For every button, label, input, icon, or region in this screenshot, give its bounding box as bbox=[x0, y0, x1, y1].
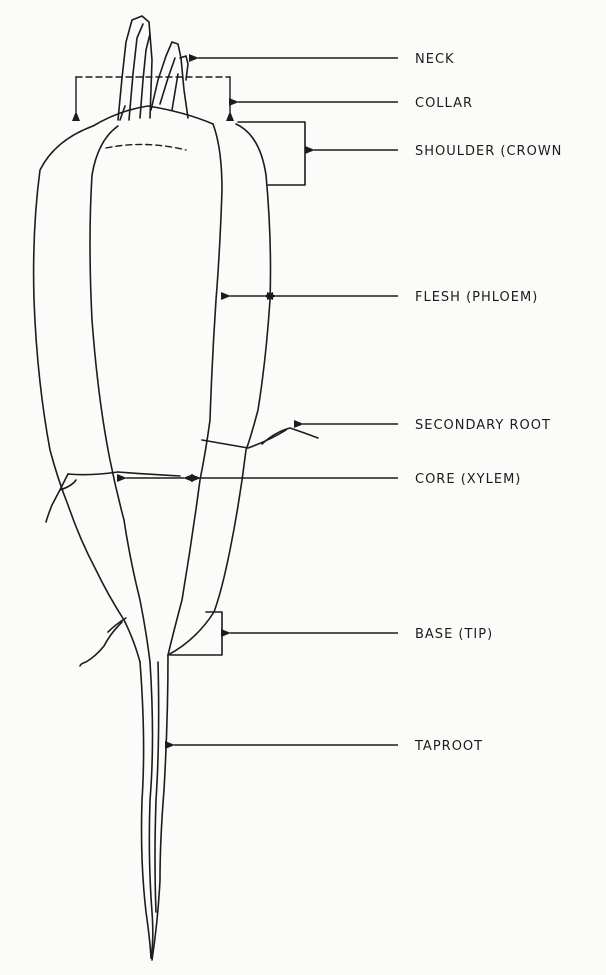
label-secondary-root: SECONDARY ROOT bbox=[415, 418, 551, 433]
taproot-strands bbox=[140, 655, 168, 960]
secondary-root-band-upper bbox=[202, 430, 286, 448]
label-shoulder: SHOULDER (CROWN bbox=[415, 144, 562, 159]
collar-dashed-line bbox=[76, 77, 230, 150]
label-collar: COLLAR bbox=[415, 96, 473, 111]
neck-leaf-bases bbox=[118, 16, 188, 120]
secondary-root-band-lower bbox=[68, 472, 118, 475]
label-core: CORE (XYLEM) bbox=[415, 472, 521, 487]
pointer-arrows bbox=[126, 58, 398, 745]
part-labels: NECK COLLAR SHOULDER (CROWN FLESH (PHLOE… bbox=[414, 52, 562, 754]
base-secondary-root bbox=[80, 622, 122, 666]
root-left-outline bbox=[34, 126, 140, 662]
label-base: BASE (TIP) bbox=[415, 627, 493, 642]
label-neck: NECK bbox=[415, 52, 455, 67]
label-flesh: FLESH (PHLOEM) bbox=[415, 290, 538, 305]
root-inner-left-line bbox=[90, 126, 150, 662]
root-illustration bbox=[34, 16, 318, 960]
label-taproot: TAPROOT bbox=[414, 739, 483, 754]
crown-dome bbox=[93, 106, 213, 126]
root-right-outline bbox=[168, 124, 271, 655]
root-inner-right-line bbox=[168, 124, 222, 655]
